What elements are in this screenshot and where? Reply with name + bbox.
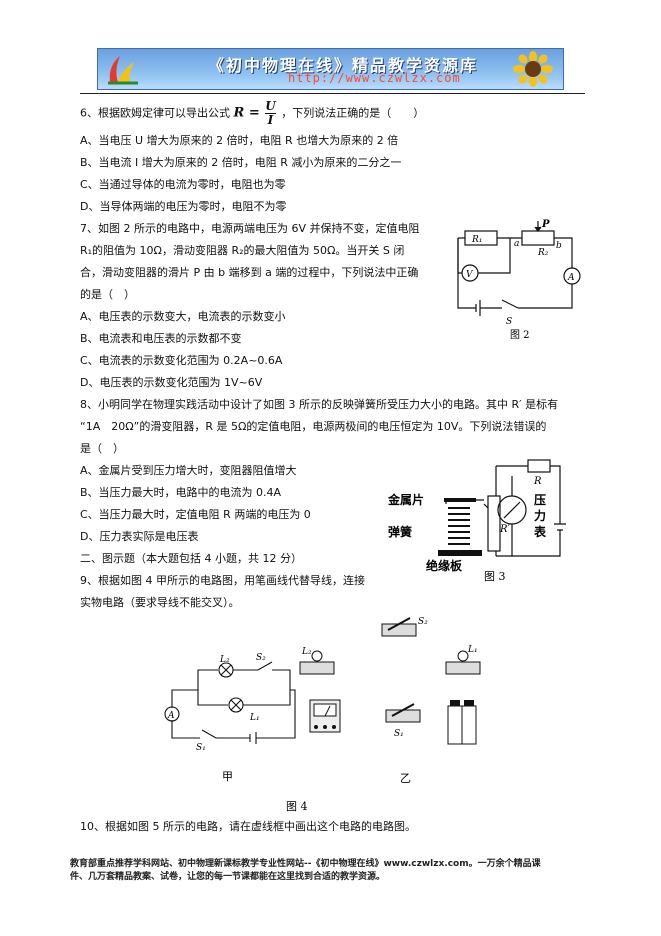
figure-3-gauge-label-1: 压 [534, 493, 546, 507]
q7-option-d: D、电压表的示数变化范围为 1V~6V [80, 376, 263, 389]
figure-4: A L₂ S₂ L₁ S₁ 甲 S₂ L₂ L₁ S₁ 乙 图 4 [164, 617, 481, 813]
figure-4-caption: 图 4 [286, 800, 308, 813]
section-2-heading: 二、图示题（本大题包括 4 小题，共 12 分） [80, 552, 302, 565]
q6-formula-numerator: U [265, 99, 276, 114]
q6-option-a: A、当电压 U 增大为原来的 2 倍时，电阻 R 也增大为原来的 2 倍 [80, 134, 399, 147]
q8-option-c: C、当压力最大时，定值电阻 R 两端的电压为 0 [80, 508, 311, 521]
site-logo-icon [108, 56, 138, 85]
q6-option-c: C、当通过导体的电流为零时，电阻也为零 [80, 178, 286, 191]
header-rule [80, 93, 585, 94]
q6-stem: 6、根据欧姆定律可以导出公式 R = U I ，下列说法正确的是（ ） [80, 100, 424, 127]
figure-3-circuit: 金属片 弹簧 绝缘板 R R′ 压 力 表 图 3 [388, 459, 566, 583]
figure-4-left-label: 甲 [222, 770, 233, 783]
figure-2-b-label: b [556, 241, 562, 251]
q7-option-c: C、电流表的示数变化范围为 0.2A~0.6A [80, 354, 283, 367]
q6-option-b: B、当电流 I 增大为原来的 2 倍时，电阻 R 减小为原来的二分之一 [80, 156, 402, 169]
q8-stem-line-3: 是（ ） [80, 442, 124, 455]
header-banner: 《初中物理在线》精品教学资源库 http://www.czwlzx.com [97, 48, 564, 90]
component-s2-label: S₂ [418, 617, 428, 627]
component-l2-label: L₂ [301, 647, 312, 657]
q7-stem-line-4: 的是（ ） [80, 288, 135, 301]
figure-2-p-label: P [541, 219, 550, 230]
q6-stem-pre: 6、根据欧姆定律可以导出公式 [80, 106, 234, 120]
figure-4-s2-label: S₂ [256, 653, 266, 663]
banner-title: 《初中物理在线》精品教学资源库 [208, 56, 479, 75]
figure-2-switch-label: S [506, 317, 512, 327]
page-footer: 教育部重点推荐学科网站、初中物理新课标教学专业性网站--《初中物理在线》www.… [70, 858, 595, 884]
figure-3-spring-label: 弹簧 [388, 524, 412, 539]
figure-4-l2-label: L₂ [219, 655, 230, 665]
component-switch-s2 [381, 617, 417, 637]
q10-stem: 10、根据如图 5 所示的电路，请在虚线框中画出这个电路的电路图。 [80, 820, 416, 833]
q7-stem-line-1: 7、如图 2 所示的电路中，电源两端电压为 6V 并保持不变，定值电阻 [80, 222, 420, 235]
q9-stem-line-2: 实物电路（要求导线不能交叉）。 [80, 596, 240, 609]
q8-option-b: B、当压力最大时，电路中的电流为 0.4A [80, 486, 282, 499]
component-s1-label: S₁ [394, 729, 404, 739]
q9-stem-line-1: 9、根据如图 4 甲所示的电路图，用笔画线代替导线，连接 [80, 574, 365, 587]
figure-3-insulating-board [438, 550, 482, 556]
q7-stem-line-3: 合，滑动变阻器的滑片 P 由 b 端移到 a 端的过程中，下列说法中正确 [80, 266, 419, 279]
figure-3-r-label: R [533, 476, 542, 487]
banner-url[interactable]: http://www.czwlzx.com [288, 71, 461, 85]
figure-3-rheostat [487, 495, 501, 552]
q7-option-b: B、电流表和电压表的示数都不变 [80, 332, 242, 345]
figure-4-ammeter-label: A [167, 711, 175, 721]
figure-3-rp-label: R′ [499, 524, 511, 535]
figure-2-ammeter-label: A [567, 273, 575, 283]
component-switch-s1 [385, 703, 421, 723]
figure-4-right-label: 乙 [400, 772, 411, 785]
figure-2-r2-label: R₂ [537, 248, 549, 258]
component-lamp-l2 [299, 650, 335, 675]
figure-2-voltmeter-label: V [466, 270, 474, 280]
figure-3-board-label: 绝缘板 [426, 558, 463, 573]
figure-2-caption: 图 2 [510, 329, 530, 340]
q6-formula-lhs: R = [233, 105, 260, 121]
q8-stem-line-2: “1A 20Ω”的滑变阻器，R 是 5Ω的定值电阻，电源两极间的电压恒定为 10… [80, 420, 547, 433]
figure-3-gauge-label-3: 表 [533, 524, 547, 539]
component-ammeter [309, 699, 341, 733]
footer-line-1: 教育部重点推荐学科网站、初中物理新课标教学专业性网站--《初中物理在线》www.… [70, 859, 541, 869]
figure-2-circuit: R₁ R₂ P a b V A S 图 2 [457, 219, 581, 340]
q6-option-d: D、当导体两端的电压为零时，电阻不为零 [80, 200, 287, 213]
figure-3-gauge-label-2: 力 [534, 508, 546, 523]
figure-3-r-resistor [527, 459, 551, 473]
figure-2-a-label: a [514, 239, 519, 249]
q7-option-a: A、电压表的示数变大，电流表的示数变小 [80, 310, 286, 323]
figure-3-metal-label: 金属片 [388, 492, 424, 507]
component-l1-label: L₁ [467, 645, 478, 655]
component-battery-pack [447, 700, 477, 745]
figure-4-l1-label: L₁ [249, 713, 260, 723]
q8-option-d: D、压力表实际是电压表 [80, 530, 199, 543]
q8-option-a: A、金属片受到压力增大时，变阻器阻值增大 [80, 464, 297, 477]
q6-stem-post: ，下列说法正确的是（ ） [281, 106, 425, 120]
sunflower-icon [513, 51, 553, 87]
figure-4-schematic [164, 661, 296, 744]
figure-3-caption: 图 3 [484, 570, 506, 583]
q6-formula-fraction: U I [265, 99, 276, 127]
figure-4-s1-label: S₁ [196, 743, 206, 753]
footer-line-2: 件、几万套精品教案、试卷，让您的每一节课都能在这里找到合适的教学资源。 [70, 872, 386, 882]
figure-3-metal-plate [444, 498, 476, 502]
q8-stem-line-1: 8、小明同学在物理实践活动中设计了如图 3 所示的反映弹簧所受压力大小的电路。其… [80, 398, 559, 411]
r2-rheostat [521, 230, 555, 246]
q6-formula-denominator: I [267, 113, 274, 127]
component-lamp-l1 [445, 650, 481, 675]
figure-2-r1-label: R₁ [471, 235, 482, 245]
q7-stem-line-2: R₁的阻值为 10Ω，滑动变阻器 R₂的最大阻值为 50Ω。当开关 S 闭 [80, 244, 405, 257]
